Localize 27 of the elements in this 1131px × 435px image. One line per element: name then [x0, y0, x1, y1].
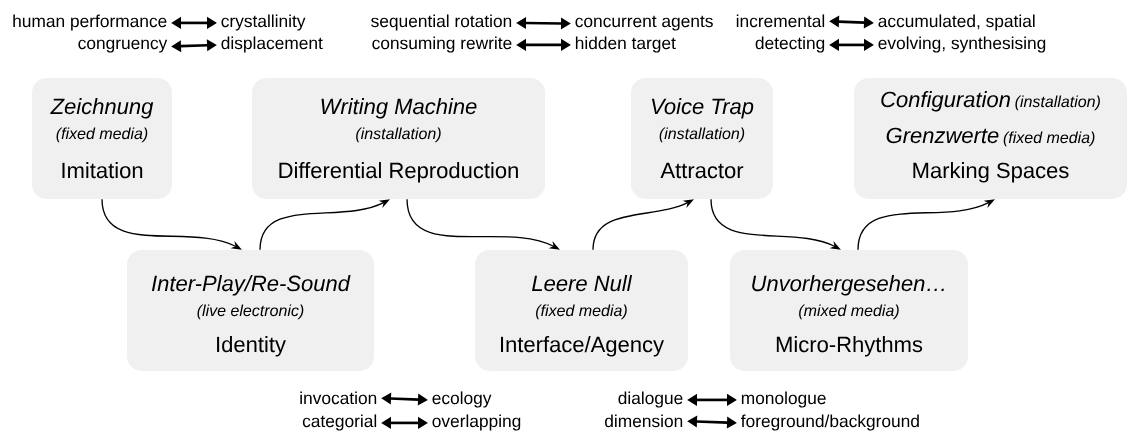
term-label: congruency: [78, 39, 168, 53]
term-label: accumulated, spatial: [878, 14, 1035, 31]
term-label: crystallinity: [221, 14, 306, 31]
term-label: dimension: [605, 414, 683, 428]
term-label: monologue: [741, 391, 826, 408]
term-label: evolving, synthesising: [878, 36, 1046, 53]
work-box: Writing Machine (installation) Differential Reproduction: [252, 78, 545, 199]
work-box: Configuration (installation) Grenzwerte (fixed media) Marking Spaces: [854, 78, 1127, 199]
term-label: overlapping: [432, 414, 521, 431]
term-label: incremental: [736, 14, 825, 28]
term-label: ecology: [432, 391, 492, 408]
term-label: invocation: [300, 391, 377, 405]
term-label: foreground/background: [741, 414, 919, 431]
work-box: Unvorhergesehen… (mixed media) Micro-Rhythms: [730, 250, 968, 371]
term-label: categorial: [302, 414, 377, 431]
term-label: sequential rotation: [371, 14, 512, 31]
work-box: Leere Null (fixed media) Interface/Agency: [475, 250, 688, 371]
work-box: Zeichnung (fixed media) Imitation: [32, 78, 172, 199]
term-label: concurrent agents: [575, 15, 713, 31]
term-label: consuming rewrite: [372, 36, 512, 53]
term-label: dialogue: [618, 391, 683, 408]
term-label: displacement: [221, 36, 323, 53]
term-label: hidden target: [575, 36, 676, 53]
term-label: human performance: [13, 14, 167, 31]
work-box: Inter-Play/Re-Sound (live electronic) Identity: [127, 250, 374, 371]
term-label: detecting: [755, 36, 825, 53]
work-box: Voice Trap (installation) Attractor: [631, 78, 773, 199]
